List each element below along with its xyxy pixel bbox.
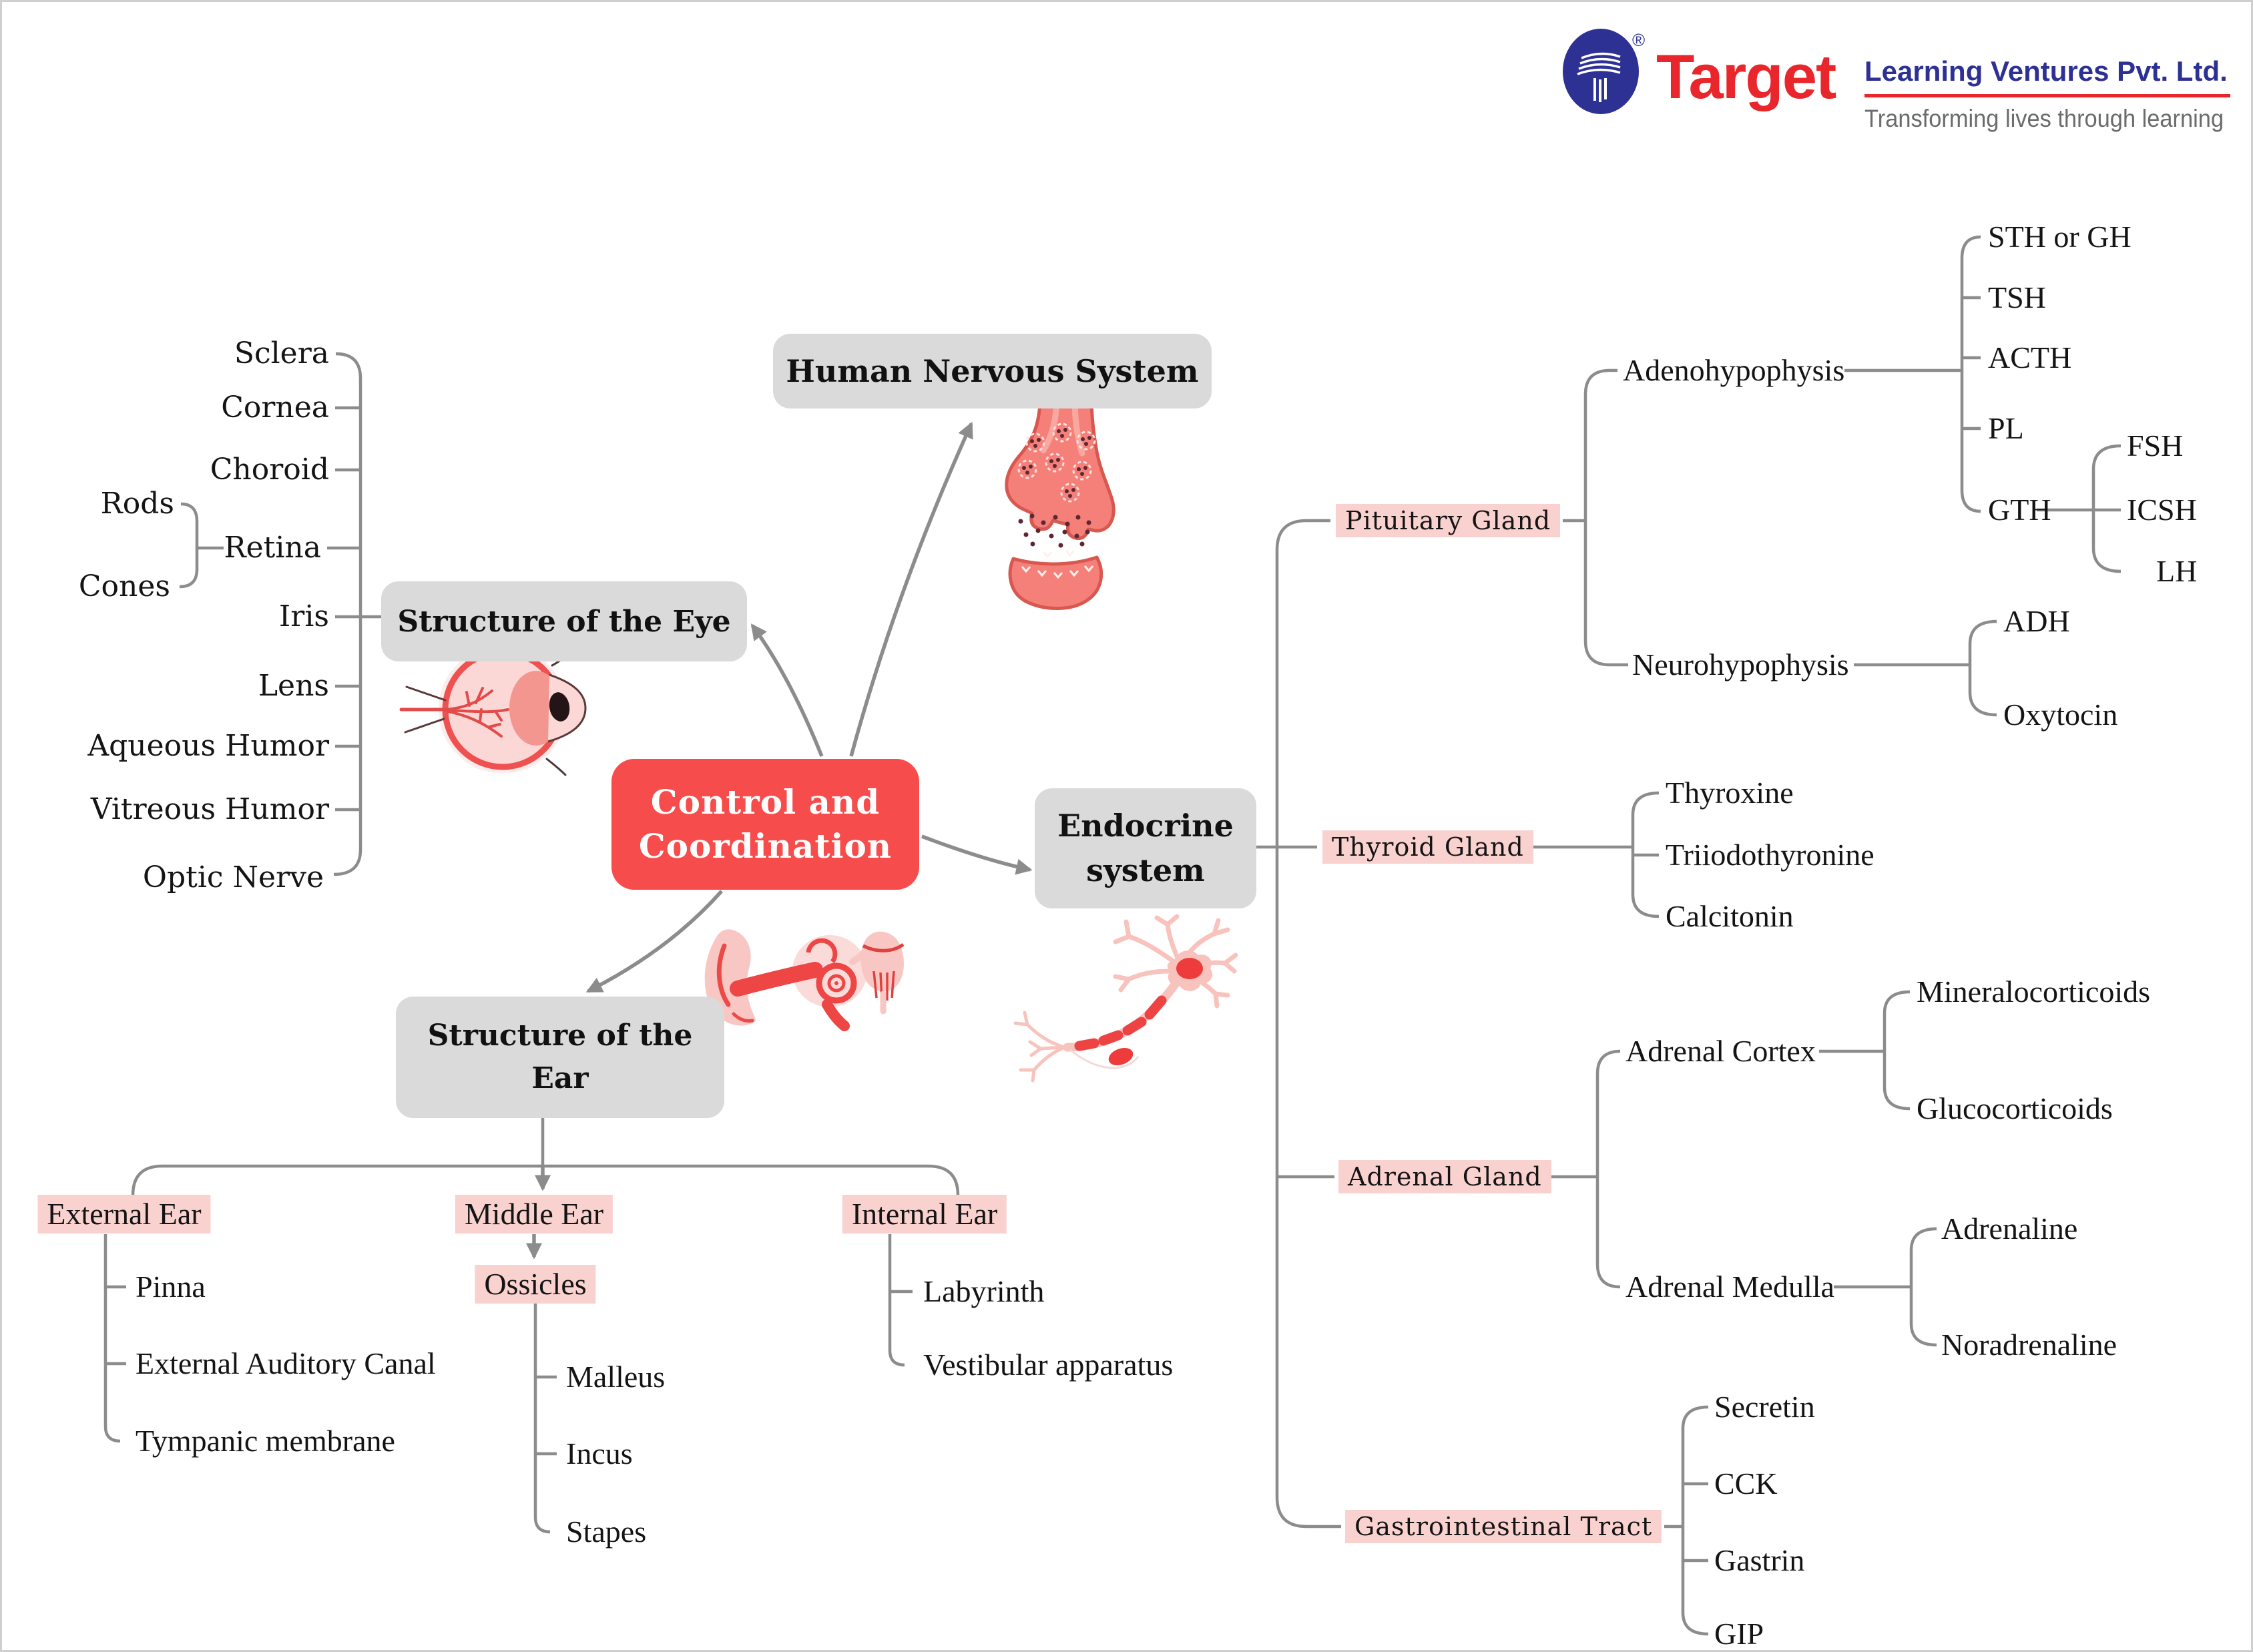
label-pituitary-gland: Pituitary Gland [1336, 504, 1561, 537]
label-gip: GIP [1714, 1617, 1764, 1651]
label-adrenal-gland: Adrenal Gland [1338, 1160, 1551, 1193]
logo-brand-text: Target [1656, 41, 1836, 111]
eye-structure-title: Structure of the Eye [397, 604, 731, 639]
label-icsh: ICSH [2127, 493, 2197, 527]
label-acth: ACTH [1988, 340, 2072, 374]
eye-structure-box: Structure of the Eye [381, 581, 747, 661]
logo-underline [1864, 94, 2230, 97]
label-adrenal-cortex: Adrenal Cortex [1625, 1034, 1816, 1068]
label-rods: Rods [100, 487, 174, 521]
label-incus: Incus [566, 1436, 633, 1470]
label-gastrointestinal-tract: Gastrointestinal Tract [1345, 1510, 1662, 1543]
label-pinna: Pinna [136, 1270, 206, 1304]
label-adrenaline: Adrenaline [1941, 1211, 2078, 1246]
label-internal-ear: Internal Ear [842, 1195, 1007, 1233]
label-middle-ear: Middle Ear [455, 1195, 613, 1233]
label-tsh: TSH [1988, 280, 2046, 314]
label-stapes: Stapes [566, 1515, 647, 1549]
label-noradrenaline: Noradrenaline [1941, 1328, 2117, 1362]
endocrine-title-line1: Endocrine [1057, 808, 1234, 844]
label-neurohypophysis: Neurohypophysis [1632, 647, 1849, 681]
registered-mark: ® [1632, 30, 1646, 50]
label-optic-nerve: Optic Nerve [142, 860, 324, 894]
label-cornea: Cornea [221, 390, 329, 425]
endocrine-system-box: Endocrine system [1035, 788, 1256, 908]
label-iris: Iris [278, 599, 329, 633]
label-cones: Cones [78, 569, 170, 603]
label-thyroxine: Thyroxine [1666, 776, 1794, 810]
book-t-icon [1563, 29, 1639, 114]
label-sth-or-gh: STH or GH [1988, 220, 2132, 254]
label-external-ear: External Ear [37, 1195, 211, 1233]
label-fsh: FSH [2127, 429, 2184, 463]
ear-structure-title-line1: Structure of the [427, 1019, 693, 1053]
synapse-illustration [1005, 394, 1115, 610]
central-arrows [525, 421, 1033, 1260]
label-oxytocin: Oxytocin [2003, 698, 2118, 732]
label-retina: Retina [224, 531, 322, 565]
branch-connectors [103, 235, 2121, 1636]
label-lh: LH [2156, 554, 2198, 588]
label-sclera: Sclera [234, 336, 329, 370]
ear-illustration [704, 929, 905, 1031]
label-choroid: Choroid [210, 453, 329, 487]
label-calcitonin: Calcitonin [1666, 899, 1794, 933]
logo-tagline: Transforming lives through learning [1864, 105, 2224, 132]
label-adenohypophysis: Adenohypophysis [1623, 353, 1845, 387]
neuron-illustration [1013, 914, 1238, 1083]
eye-illustration [399, 632, 587, 776]
label-vestibular-apparatus: Vestibular apparatus [923, 1348, 1174, 1382]
nervous-system-title: Human Nervous System [786, 353, 1199, 389]
label-secretin: Secretin [1714, 1390, 1815, 1424]
label-mineralocorticoids: Mineralocorticoids [1917, 975, 2151, 1009]
label-lens: Lens [258, 669, 329, 703]
label-thyroid-gland: Thyroid Gland [1322, 830, 1533, 864]
label-vitreous-humor: Vitreous Humor [90, 792, 329, 826]
endocrine-title-line2: system [1086, 852, 1205, 888]
label-labyrinth: Labyrinth [923, 1274, 1045, 1308]
label-gth: GTH [1988, 493, 2051, 527]
label-triiodothyronine: Triiodothyronine [1666, 838, 1874, 872]
label-glucocorticoids: Glucocorticoids [1917, 1091, 2113, 1125]
label-gastrin: Gastrin [1714, 1543, 1805, 1577]
label-pl: PL [1988, 411, 2024, 445]
central-topic-box: Control and Coordination [611, 759, 919, 890]
label-adrenal-medulla: Adrenal Medulla [1625, 1270, 1834, 1304]
ear-structure-box: Structure of the Ear [396, 997, 724, 1118]
label-malleus: Malleus [566, 1360, 666, 1394]
logo-company-text: Learning Ventures Pvt. Ltd. [1864, 55, 2228, 87]
ear-structure-title-line2: Ear [531, 1061, 589, 1095]
central-topic-line2: Coordination [638, 826, 893, 866]
label-aqueous-humor: Aqueous Humor [87, 729, 329, 763]
nervous-system-box: Human Nervous System [773, 334, 1212, 408]
label-tympanic-membrane: Tympanic membrane [136, 1424, 395, 1458]
central-topic-line1: Control and [650, 782, 881, 822]
label-cck: CCK [1714, 1466, 1778, 1500]
label-adh: ADH [2003, 604, 2070, 638]
label-ossicles: Ossicles [475, 1265, 596, 1304]
label-external-auditory-canal: External Auditory Canal [136, 1346, 436, 1380]
